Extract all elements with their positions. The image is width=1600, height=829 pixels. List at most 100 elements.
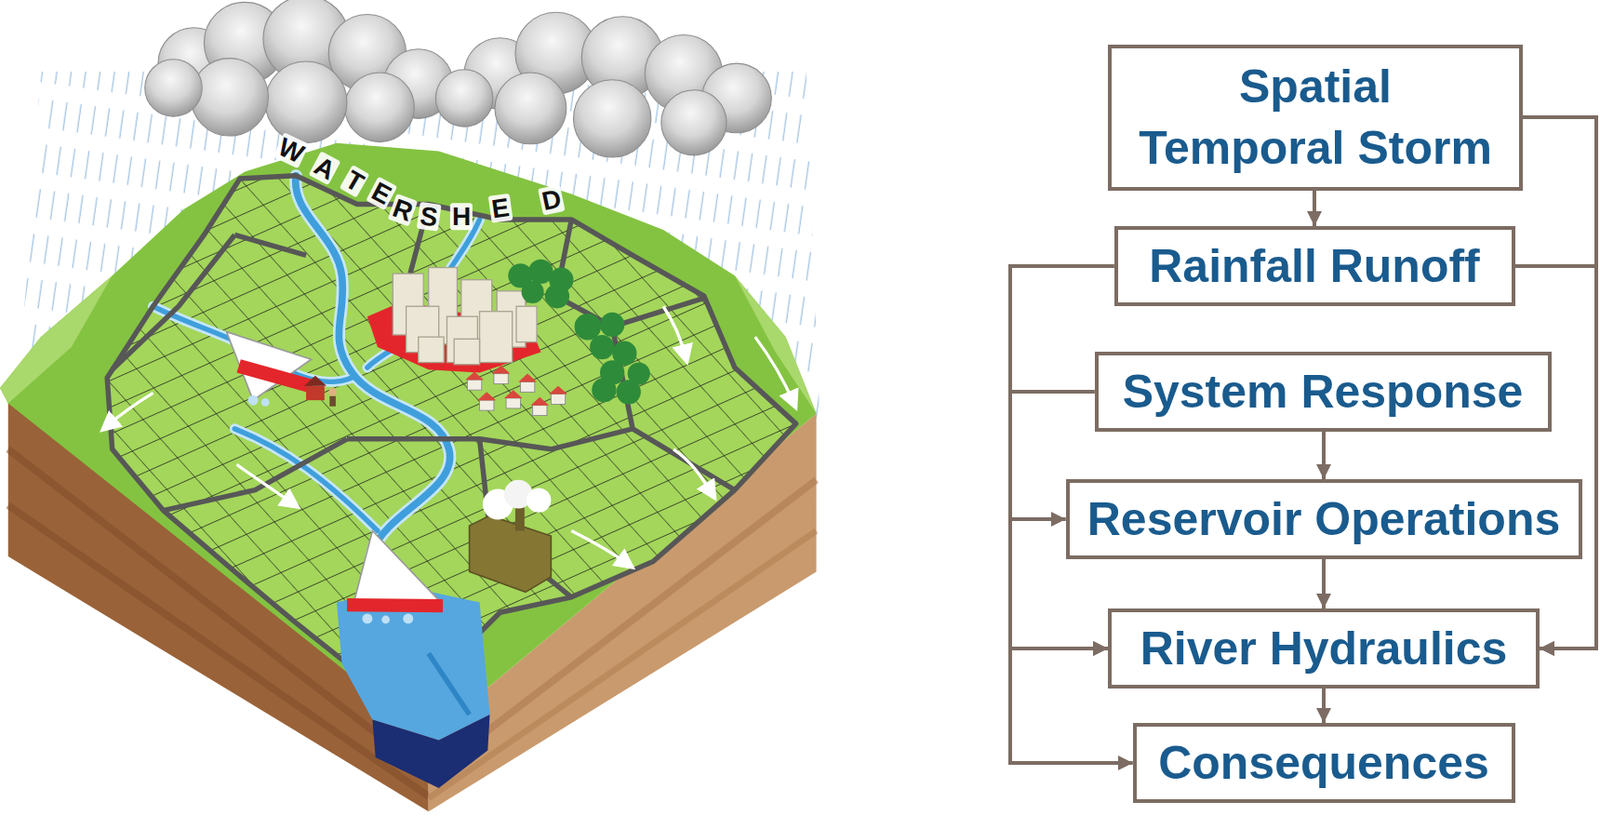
houses-part <box>329 396 336 407</box>
clouds-part <box>573 80 651 158</box>
dams-part <box>381 615 390 625</box>
box-label: Rainfall Runoff <box>1148 235 1480 297</box>
city-part-part <box>418 336 444 362</box>
reservoir-water-part <box>372 714 490 788</box>
flow-arrows <box>106 306 794 565</box>
label-letter: H <box>450 202 473 230</box>
factory-part <box>469 515 552 592</box>
subbasin-lines-part <box>612 326 735 491</box>
dams-part <box>361 613 373 624</box>
flow-arrows-part <box>673 449 713 494</box>
clouds-part <box>661 90 727 156</box>
houses-part <box>518 373 537 383</box>
box-label: System Response <box>1122 360 1524 423</box>
reservoir-water <box>336 586 491 788</box>
dams-part <box>346 598 443 613</box>
city-part-part <box>480 311 513 363</box>
flow-arrows-part <box>571 531 628 565</box>
subbasin-lines-part <box>556 219 705 327</box>
houses-part <box>466 379 481 390</box>
flow-connector <box>1321 431 1326 480</box>
box-label: River Hydraulics <box>1140 617 1508 680</box>
houses-part <box>306 386 325 400</box>
houses-part <box>504 389 523 399</box>
flow-arrows-part <box>236 464 294 505</box>
process-box: Spatial Temporal Storm <box>1107 44 1523 191</box>
clouds-part <box>265 61 347 144</box>
subbasin-lines-part <box>163 439 347 511</box>
dams-part <box>261 398 270 407</box>
river <box>153 175 480 633</box>
trees-part <box>545 283 570 308</box>
houses-part <box>520 381 534 392</box>
land-surface-part <box>0 275 113 403</box>
reservoir-water-part <box>428 653 470 715</box>
city-part-part <box>516 306 537 342</box>
houses-part <box>533 405 547 416</box>
houses-part <box>548 386 568 395</box>
houses <box>304 365 568 416</box>
trees-part <box>521 280 545 304</box>
dams-part <box>402 613 414 624</box>
dams-part <box>248 395 259 406</box>
box-label: Reservoir Operations <box>1087 488 1561 550</box>
flow-connector <box>1312 190 1317 227</box>
flow-connector <box>1321 559 1326 609</box>
houses-part <box>304 375 327 387</box>
flow-arrows-part <box>663 306 686 358</box>
houses-part <box>465 371 484 380</box>
trees-part <box>616 379 641 404</box>
label-letter: S <box>416 201 442 232</box>
subbasin-lines-part <box>106 175 796 664</box>
label-letter: W <box>272 132 310 170</box>
process-box: Consequences <box>1133 722 1516 803</box>
flow-arrows-part <box>755 336 795 403</box>
box-label: Spatial Temporal Storm <box>1133 55 1498 179</box>
factory <box>469 480 552 593</box>
houses-part <box>480 400 494 411</box>
subbasin-lines-part <box>234 234 307 255</box>
watershed-area <box>106 175 796 664</box>
dams-part <box>236 359 314 393</box>
watershed-area-part <box>106 175 796 664</box>
watershed-area-part <box>106 175 796 664</box>
houses-part <box>477 391 496 400</box>
flow-connector <box>1010 266 1115 649</box>
river-part <box>234 428 378 532</box>
flow-connector <box>1515 266 1598 649</box>
river-part <box>295 175 451 633</box>
dams <box>226 332 444 625</box>
process-box: Reservoir Operations <box>1066 479 1583 560</box>
river-part <box>295 175 451 633</box>
label-letter: A <box>307 150 341 186</box>
city-part-part <box>453 338 480 364</box>
process-box: River Hydraulics <box>1107 608 1540 689</box>
flow-connector <box>1010 391 1134 763</box>
label-letter: E <box>488 193 514 224</box>
label-letter: R <box>387 193 419 227</box>
trees-part <box>591 377 616 402</box>
subbasin-lines-part <box>346 428 633 450</box>
label-letter: D <box>537 184 566 216</box>
clouds-part <box>145 59 202 117</box>
dams-part <box>351 531 440 610</box>
subbasin-lines-part <box>112 234 236 370</box>
flow-arrows-part <box>106 392 153 427</box>
houses-part <box>492 365 511 374</box>
factory-part <box>526 487 551 512</box>
houses-part <box>328 387 337 397</box>
clouds-part <box>190 58 268 136</box>
process-box: Rainfall Runoff <box>1114 226 1516 307</box>
clouds <box>145 0 773 158</box>
box-label: Consequences <box>1158 732 1490 794</box>
trees-part <box>600 312 625 337</box>
label-letter: T <box>339 164 371 199</box>
watershed-title: WATERSHED <box>274 130 573 233</box>
clouds-part <box>345 72 415 143</box>
river-part <box>234 428 378 532</box>
trees <box>507 259 650 405</box>
flow-connector <box>1321 688 1326 723</box>
clouds-part <box>435 69 493 127</box>
reservoir-water-part <box>336 586 491 741</box>
